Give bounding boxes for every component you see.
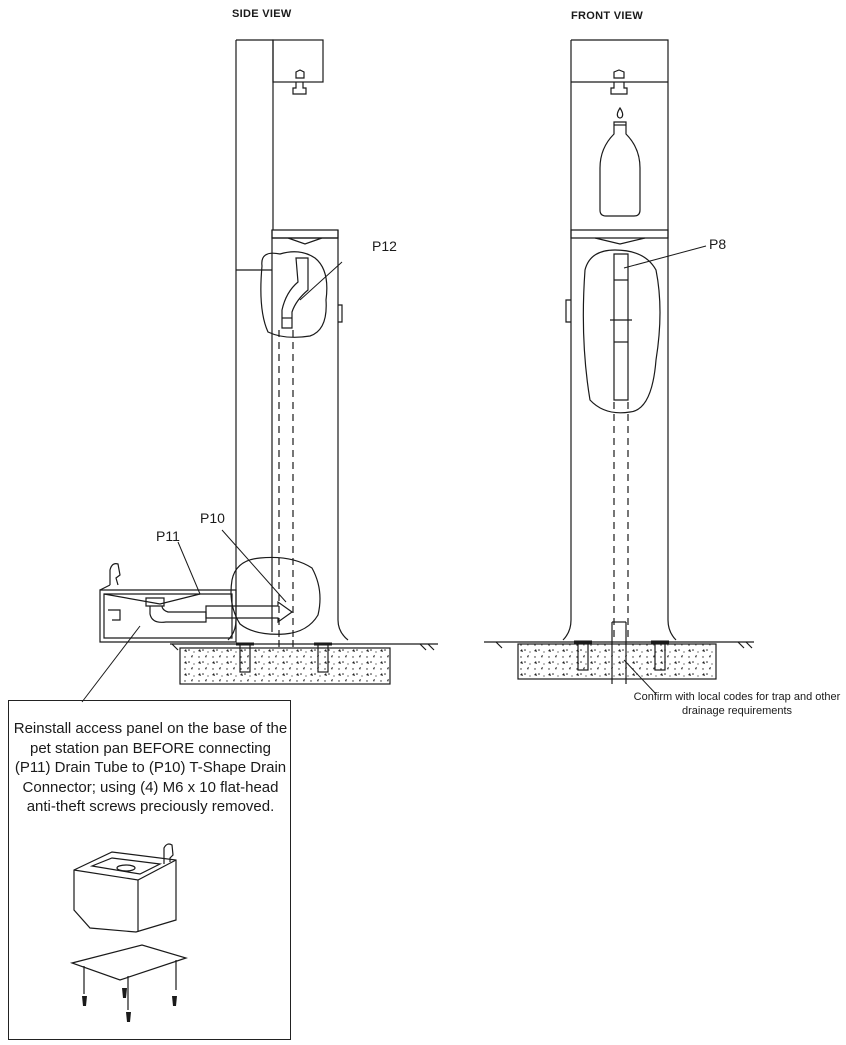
pet-bowl-side bbox=[99, 541, 237, 643]
bottle-icon bbox=[599, 121, 641, 217]
callout-p11: P11 bbox=[156, 528, 180, 544]
front-view-title: FRONT VIEW bbox=[571, 10, 644, 22]
note-leader-line bbox=[81, 625, 141, 703]
front-view-tower bbox=[562, 39, 677, 641]
screw-icon bbox=[82, 988, 177, 1022]
p8-cutaway bbox=[582, 245, 707, 414]
side-drain-dashes bbox=[278, 330, 294, 680]
callout-p8: P8 bbox=[709, 236, 727, 252]
p12-cutaway bbox=[260, 251, 343, 338]
side-view-tower bbox=[227, 39, 349, 641]
callout-p10: P10 bbox=[200, 510, 225, 526]
instruction-note-box: Reinstall access panel on the base of th… bbox=[8, 700, 291, 1040]
pet-bowl-icon bbox=[73, 843, 177, 933]
local-codes-note: Confirm with local codes for trap and ot… bbox=[633, 691, 841, 717]
p10-cutaway bbox=[205, 529, 321, 635]
access-panel-icon bbox=[69, 944, 189, 1010]
side-ground bbox=[170, 642, 438, 685]
callout-p12: P12 bbox=[372, 238, 397, 254]
instruction-note-text: Reinstall access panel on the base of th… bbox=[13, 720, 288, 816]
front-bubbler-icon bbox=[610, 69, 628, 95]
water-drop-icon bbox=[616, 106, 624, 119]
side-view-title: SIDE VIEW bbox=[232, 8, 292, 20]
front-ground bbox=[484, 621, 754, 695]
side-bubbler-icon bbox=[292, 69, 307, 95]
front-drain-dashes bbox=[613, 402, 629, 640]
